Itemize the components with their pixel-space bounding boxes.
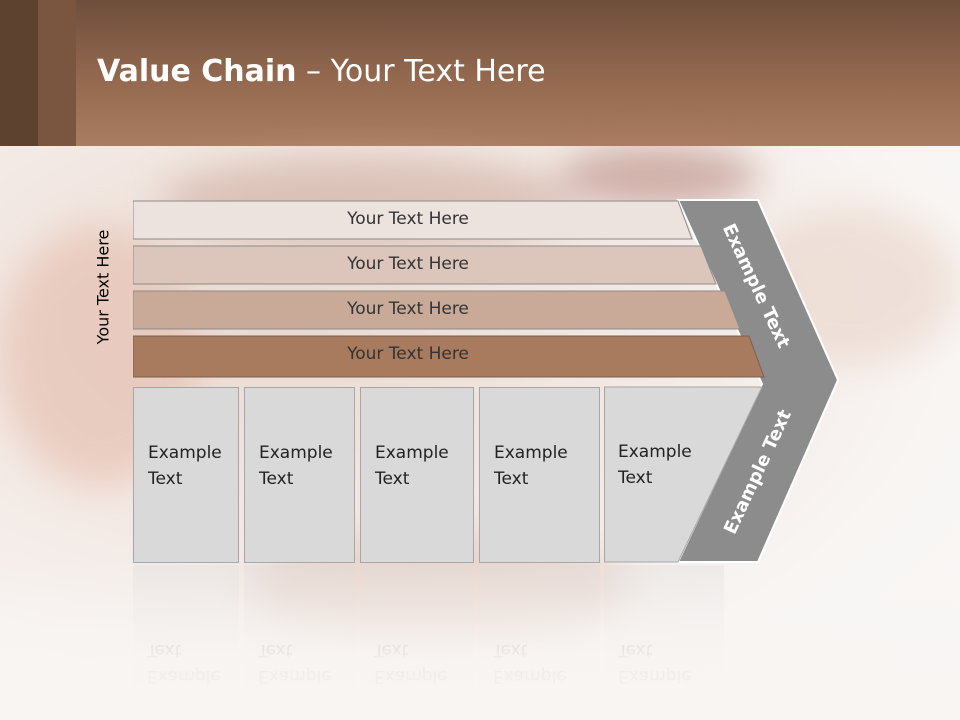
primary-box-2-line1: Example xyxy=(259,443,333,463)
primary-box-2: Example Text xyxy=(244,387,355,563)
primary-box-3-line2: Text xyxy=(375,469,410,489)
accent-strip-dark xyxy=(0,0,38,146)
primary-box-5: Example Text xyxy=(604,387,692,491)
primary-box-4-line1: Example xyxy=(494,443,568,463)
accent-strip-light xyxy=(38,0,76,146)
primary-box-5-line1: Example xyxy=(618,442,692,462)
support-row-1-shape xyxy=(133,200,693,240)
support-row-4-label: Your Text Here xyxy=(347,344,469,364)
primary-box-4: Example Text xyxy=(479,387,600,563)
support-row-1: Your Text Here xyxy=(133,200,693,240)
primary-box-1-line1: Example xyxy=(148,443,222,463)
support-row-2-label: Your Text Here xyxy=(347,254,469,274)
support-row-2-shape xyxy=(133,245,717,285)
primary-box-4-line2: Text xyxy=(494,469,529,489)
primary-box-1: Example Text xyxy=(133,387,239,563)
primary-box-3: Example Text xyxy=(360,387,474,563)
primary-box-1-line2: Text xyxy=(148,469,183,489)
support-row-3-label: Your Text Here xyxy=(347,299,469,319)
support-row-3: Your Text Here xyxy=(133,290,741,330)
support-row-4: Your Text Here xyxy=(133,335,765,378)
slide-title: Value Chain – Your Text Here xyxy=(97,54,546,89)
support-row-4-shape xyxy=(133,335,765,378)
reflection-fade xyxy=(0,560,960,720)
support-row-2: Your Text Here xyxy=(133,245,717,285)
primary-box-5-line2: Text xyxy=(618,468,653,488)
support-row-1-label: Your Text Here xyxy=(347,209,469,229)
support-row-3-shape xyxy=(133,290,741,330)
primary-box-2-line2: Text xyxy=(259,469,294,489)
primary-box-3-line1: Example xyxy=(375,443,449,463)
title-bar: Value Chain – Your Text Here xyxy=(0,0,960,146)
